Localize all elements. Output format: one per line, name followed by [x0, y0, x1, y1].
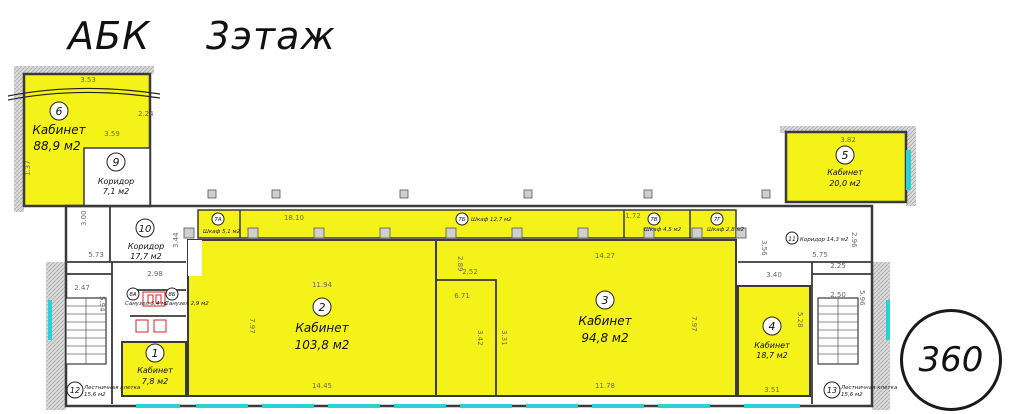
room-2[interactable]: [187, 239, 437, 397]
stairs-right: [817, 297, 859, 365]
svg-text:3.00: 3.00: [80, 210, 88, 226]
svg-text:2.98: 2.98: [147, 270, 163, 278]
room-7a-name: Шкаф 5,1 м2: [203, 229, 241, 235]
svg-text:5.28: 5.28: [796, 312, 804, 328]
wall-hatching: [14, 66, 916, 410]
room-2-name: Кабинет: [295, 321, 349, 335]
windows-bottom: [48, 300, 890, 408]
room-4-number: 4: [769, 320, 776, 333]
room-2-number: 2: [319, 301, 326, 314]
floor-title: 3этаж: [206, 14, 336, 58]
room-3[interactable]: [435, 239, 737, 397]
room-1-number: 1: [152, 347, 159, 360]
room-9-area: 7,1 м2: [103, 187, 129, 196]
room-12-number: 12: [70, 386, 80, 395]
room-13-number: 13: [827, 386, 837, 395]
svg-text:5.73: 5.73: [88, 251, 104, 259]
room-9-number: 9: [113, 156, 120, 169]
svg-text:18.10: 18.10: [284, 214, 304, 222]
svg-text:2.96: 2.96: [850, 232, 858, 248]
svg-text:2.52: 2.52: [462, 268, 478, 276]
room-1-name: Кабинет: [137, 366, 173, 375]
room-7g-number: 7Г: [714, 217, 721, 223]
room-12-area: 15,6 м2: [84, 392, 106, 398]
room-2-area: 103,8 м2: [295, 338, 350, 352]
room-4-area: 18,7 м2: [756, 351, 787, 360]
interior-walls: [66, 206, 872, 404]
room-4-name: Кабинет: [754, 341, 790, 350]
room-8a-number: 8А: [129, 292, 136, 298]
room-5-number: 5: [842, 149, 849, 162]
svg-text:3.51: 3.51: [764, 386, 780, 394]
room-6-area: 88,9 м2: [33, 139, 80, 153]
svg-text:7.97: 7.97: [248, 318, 256, 334]
room-8a-name: Санузел 3,4 м2: [125, 301, 169, 307]
svg-text:3.82: 3.82: [840, 136, 856, 144]
room-9-name: Коридор: [98, 177, 134, 186]
room-5-area: 20,0 м2: [829, 179, 860, 188]
svg-text:2.50: 2.50: [830, 291, 846, 299]
room-11-number: 11: [788, 236, 796, 243]
room-5-name: Кабинет: [827, 168, 863, 177]
svg-text:2.89: 2.89: [456, 256, 464, 272]
svg-text:2.24: 2.24: [138, 110, 154, 118]
building-title: АБК: [68, 14, 151, 58]
room-12-name: Лестничная клетка: [83, 385, 141, 391]
room-11-name: Коридор 14,3 м2: [800, 237, 849, 243]
room-1-area: 7,8 м2: [142, 377, 168, 386]
room-8b-name: Санузел 2,9 м2: [165, 301, 209, 307]
svg-text:3.56: 3.56: [760, 240, 768, 256]
svg-text:5.94: 5.94: [98, 296, 106, 312]
columns: [183, 189, 771, 239]
room-10-name: Коридор: [128, 242, 164, 251]
svg-text:14.45: 14.45: [312, 382, 332, 390]
svg-text:3.59: 3.59: [104, 130, 120, 138]
svg-text:3.53: 3.53: [80, 76, 96, 84]
room-7b-name: Шкаф 12,7 м2: [471, 217, 512, 223]
room-6-name: Кабинет: [32, 123, 86, 137]
room-13-area: 15,6 м2: [841, 392, 863, 398]
svg-text:14.27: 14.27: [595, 252, 615, 260]
room-13-name: Лестничная клетка: [840, 385, 898, 391]
dimension-labels: 3.53 2.24 3.59 1.37 3.82 3.00 5.73 3.44 …: [24, 76, 866, 394]
room-6-number: 6: [56, 105, 63, 118]
svg-text:3.31: 3.31: [500, 330, 508, 346]
room-3-name: Кабинет: [578, 314, 632, 328]
svg-text:1.72: 1.72: [625, 212, 641, 220]
closets-row[interactable]: [197, 209, 737, 239]
room-8b-number: 8Б: [168, 292, 175, 298]
stairs-left: [65, 297, 107, 365]
room-10-number: 10: [139, 224, 152, 235]
svg-text:3.42: 3.42: [476, 330, 484, 346]
room-7v-name: Шкаф 4,5 м2: [644, 227, 682, 233]
svg-text:2.47: 2.47: [74, 284, 90, 292]
room-6[interactable]: [22, 72, 152, 208]
svg-text:3.40: 3.40: [766, 271, 782, 279]
room-4[interactable]: [737, 285, 811, 397]
svg-text:5.96: 5.96: [858, 290, 866, 306]
room-7a-number: 7А: [214, 217, 221, 223]
room-7g-name: Шкаф 2,8 м2: [707, 227, 745, 233]
room-10-area: 17,7 м2: [130, 252, 161, 261]
sanitary-fixtures: [135, 291, 167, 333]
svg-text:6.71: 6.71: [454, 292, 470, 300]
room-3-number: 3: [602, 294, 609, 307]
svg-text:11.78: 11.78: [595, 382, 615, 390]
svg-text:2.25: 2.25: [830, 262, 846, 270]
svg-text:11.94: 11.94: [312, 281, 333, 289]
room-7b-number: 7Б: [458, 217, 465, 223]
svg-text:3.44: 3.44: [172, 232, 180, 248]
tour-360-badge[interactable]: 360: [900, 309, 1002, 411]
room-number-markers: [49, 101, 855, 399]
svg-text:5.75: 5.75: [812, 251, 828, 259]
room-7v-number: 7В: [650, 217, 657, 223]
svg-text:7.97: 7.97: [690, 316, 698, 332]
svg-text:1.37: 1.37: [24, 160, 32, 176]
room-3-area: 94,8 м2: [581, 331, 628, 345]
